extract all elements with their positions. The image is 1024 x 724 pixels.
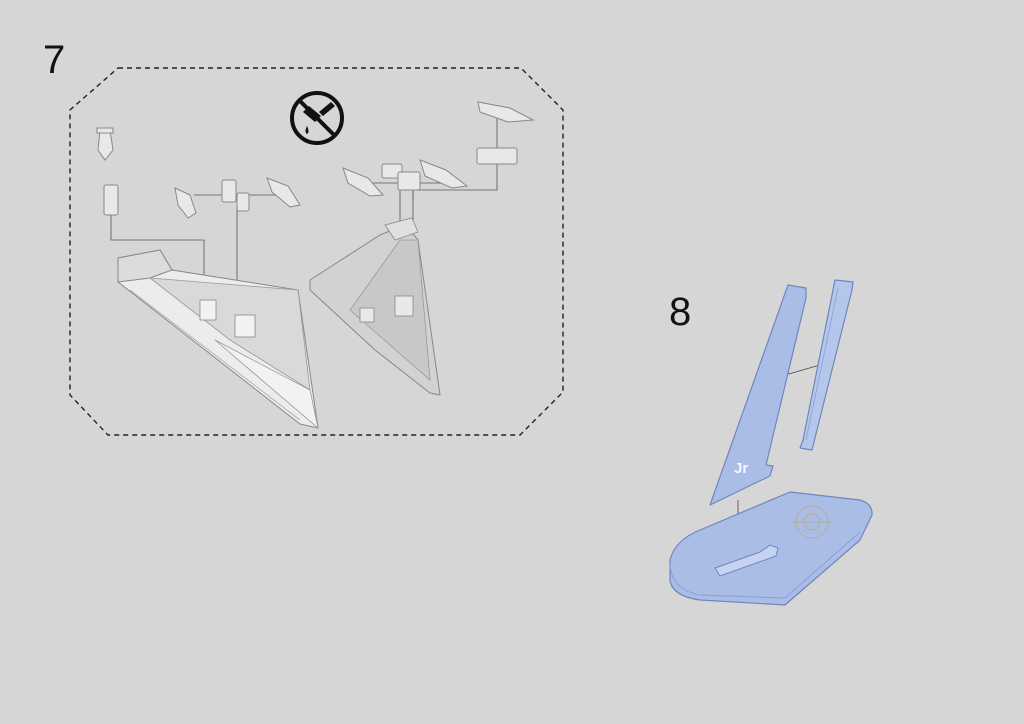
loose-parts — [96, 101, 535, 219]
pylon-right-2 — [397, 171, 421, 191]
stand-fin — [709, 284, 807, 506]
stand-strip — [799, 279, 854, 451]
no-glue-icon — [290, 91, 344, 145]
base-emblem-icon — [790, 505, 834, 539]
step-7-dashed-frame — [69, 67, 564, 436]
pylon-mid-2 — [236, 192, 250, 212]
pylon-left — [103, 184, 119, 216]
missile-right-2 — [419, 159, 469, 189]
missile-top-right — [477, 101, 535, 123]
pylon-right-1 — [381, 163, 403, 179]
missile-mid-2 — [266, 177, 301, 208]
stand-assembly: Jr — [669, 279, 873, 606]
missile-left — [96, 127, 114, 161]
pylon-top-right — [476, 147, 518, 165]
ship-right — [309, 217, 441, 396]
base-slot — [714, 544, 779, 577]
ship-left — [117, 249, 319, 430]
pylon-mid — [221, 179, 237, 203]
missile-mid-1 — [174, 187, 197, 219]
jr-logo: Jr — [734, 460, 748, 477]
step-number-8: 8 — [669, 290, 692, 334]
step-number-7: 7 — [43, 38, 66, 82]
missile-right-1 — [342, 167, 385, 197]
